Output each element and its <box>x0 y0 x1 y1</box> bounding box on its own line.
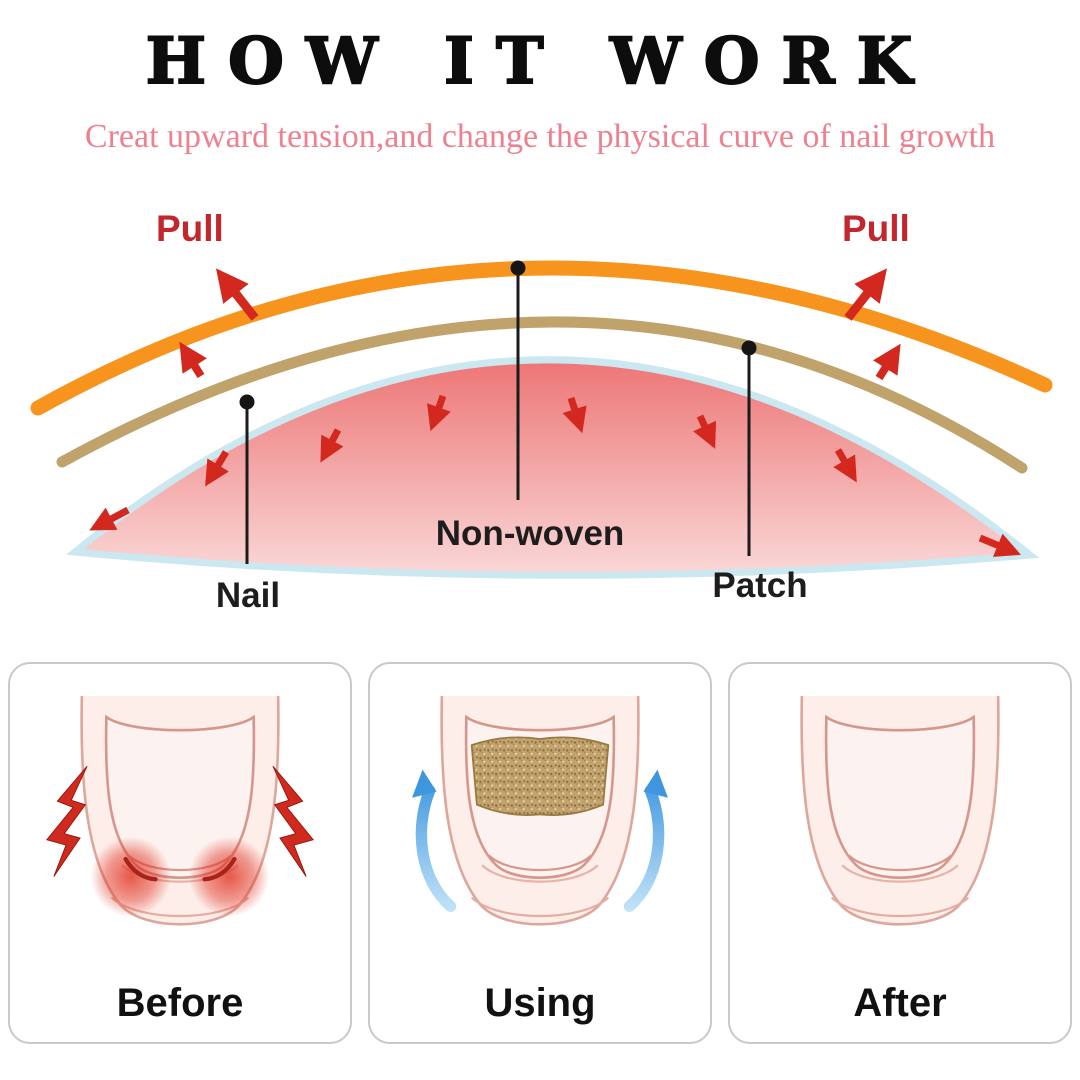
pressure-arrow <box>562 396 587 434</box>
pull-label-right: Pull <box>842 208 910 249</box>
pull-arrow-right-inner <box>873 343 901 381</box>
skin-fold <box>470 896 610 918</box>
using-illustration <box>412 696 668 926</box>
nail-free-edge-outer <box>481 864 599 883</box>
nail-plate <box>824 714 976 879</box>
pull-arrows <box>179 268 901 381</box>
pull-label-left: Pull <box>156 208 224 249</box>
step-label-using: Using <box>484 981 596 1025</box>
pain-bolt-right <box>272 765 314 877</box>
nonwoven-label: Non-woven <box>435 514 625 553</box>
pressure-arrow <box>205 450 229 487</box>
patch-anchor-dot <box>741 340 757 356</box>
step-label-after: After <box>853 981 947 1025</box>
pressure-arrow <box>978 533 1021 557</box>
pull-arrow-right-outer <box>844 268 888 321</box>
nonwoven-arc <box>56 316 1028 474</box>
before-illustration <box>46 696 314 926</box>
pull-arrow-left-inner <box>179 341 207 379</box>
pressure-arrow <box>833 448 857 483</box>
inflammation-left <box>90 836 172 917</box>
step-panel-after: After <box>728 662 1072 1044</box>
pressure-arrow <box>427 394 451 432</box>
corrector-patch <box>470 736 610 816</box>
step-panel-using: Using <box>368 662 712 1044</box>
step-label-before: Before <box>116 981 244 1025</box>
lift-arrow-right-head <box>643 769 668 798</box>
nail-label: Nail <box>215 576 281 615</box>
inflammation-right <box>188 836 270 917</box>
pain-bolt-left <box>46 765 88 877</box>
page-subtitle: Creat upward tension,and change the phys… <box>84 118 996 155</box>
patch-label: Patch <box>712 566 808 605</box>
lift-arrow-left <box>415 785 457 913</box>
pressure-arrows <box>89 394 1021 557</box>
ingrown-corner-left <box>123 856 158 882</box>
steps-row: Before <box>8 662 1072 1044</box>
pressure-arrow <box>89 506 130 531</box>
callouts <box>239 260 757 564</box>
step-panel-before: Before <box>8 662 352 1044</box>
page-title: HOW IT WORK <box>145 23 935 100</box>
nail-free-edge <box>848 854 952 871</box>
lift-arrow-right <box>623 785 665 913</box>
patch-arc <box>30 260 1053 416</box>
nail-free-edge <box>488 854 592 871</box>
pressure-arrow <box>320 428 344 463</box>
pull-arrow-left-outer <box>215 268 259 321</box>
pressure-arrow <box>693 414 717 449</box>
after-illustration <box>800 696 1000 926</box>
nail-anchor-dot <box>239 394 255 410</box>
nonwoven-anchor-dot <box>510 260 526 276</box>
skin-fold <box>830 896 970 918</box>
tension-diagram <box>30 260 1053 579</box>
nail-free-edge-outer <box>841 864 959 883</box>
lift-arrow-left-head <box>412 769 437 798</box>
ingrown-corner-right <box>202 856 237 882</box>
